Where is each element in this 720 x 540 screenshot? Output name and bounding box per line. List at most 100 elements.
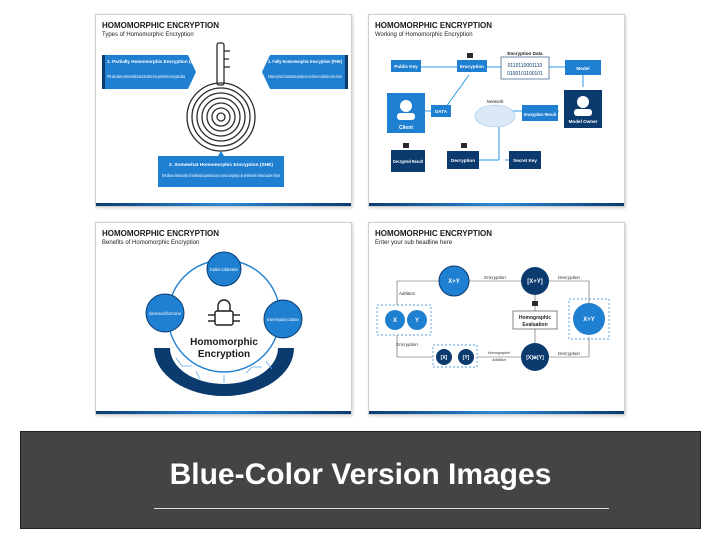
network-cloud-icon <box>474 104 516 128</box>
xy-top-label: X+Y <box>448 279 460 285</box>
benefit-label-2: Allows Secure and Efficient Cloud use <box>149 311 181 316</box>
addition-label: Addition <box>398 291 416 296</box>
owner-user-icon <box>577 96 589 108</box>
xy-right-label: X+Y <box>583 317 595 323</box>
slide-title: HOMOMORPHIC ENCRYPTION <box>375 229 493 238</box>
slide-subtitle: Working of Homomorphic Encryption <box>375 32 473 38</box>
encryption-low-label: Encryption <box>396 342 418 347</box>
decryption-label: Decryption <box>451 158 475 163</box>
center-label-1: Homomorphic <box>190 337 258 348</box>
center-label-2: Encryption <box>198 349 250 360</box>
lock-circuit-icon <box>208 299 240 326</box>
benefit-collaboration <box>206 251 242 287</box>
slide-title: HOMOMORPHIC ENCRYPTION <box>102 229 220 238</box>
working-diagram: Public Key Encryption Encryption Data 01… <box>387 51 602 172</box>
data-box <box>431 105 451 117</box>
slide-benefits[interactable]: HOMOMORPHIC ENCRYPTION Benefits of Homom… <box>95 222 352 415</box>
enc-y-node <box>458 349 474 365</box>
model-box <box>565 60 601 75</box>
slide-bottom-bar <box>369 203 624 206</box>
decrypted-result-label: Decrypted Result <box>393 159 424 164</box>
circuit-arc <box>154 348 294 396</box>
encryption-top-label: Encryption <box>484 275 506 280</box>
xy-right-node <box>573 303 605 335</box>
encryption-data-label: Encryption Data <box>507 51 543 56</box>
decryption-top-label: Decryption <box>558 275 580 280</box>
xy-dashed-box <box>376 304 432 336</box>
homo-eval-label-2: Evaluation <box>522 322 547 328</box>
fhe-box <box>262 55 348 89</box>
y-label: Y <box>415 318 419 324</box>
slide-subtitle: Benefits of Homomorphic Encryption <box>102 240 200 246</box>
process-diagram: X+Y Encryption [X+Y] Decryption Addition… <box>376 265 610 371</box>
slide-title: HOMOMORPHIC ENCRYPTION <box>102 21 220 30</box>
slide-process[interactable]: HOMOMORPHIC ENCRYPTION Enter your sub he… <box>368 222 625 415</box>
fhe-heading: 1. Fully Homomorphic Encryption (FHE) <box>268 59 342 64</box>
slide-types[interactable]: HOMOMORPHIC ENCRYPTION Types of Homomorp… <box>95 14 352 207</box>
slide-title: HOMOMORPHIC ENCRYPTION <box>375 21 493 30</box>
enc-xy-node <box>521 267 549 295</box>
enc-x-label: [X] <box>441 355 448 361</box>
benefit-label-3: Ensures Regulatory Compliance <box>267 317 299 322</box>
encryption-result-box <box>522 105 558 121</box>
secret-key-label: Secret Key <box>513 158 537 163</box>
y-node <box>407 310 427 330</box>
model-owner-label: Model Owner <box>569 119 598 124</box>
enc-x-node <box>436 349 452 365</box>
slide-subtitle: Types of Homomorphic Encryption <box>102 32 194 38</box>
version-banner: Blue-Color Version Images <box>20 431 701 529</box>
phe-body: PHE only allows selected mathematical fu… <box>107 74 185 79</box>
enc-sum-node <box>521 343 549 371</box>
binary-row-2: 0100101100101 <box>507 71 543 77</box>
enc-sum-label: [X]⊕[Y] <box>526 355 544 361</box>
benefits-diagram: Homomorphic Encryption Enables Collabora… <box>145 251 303 396</box>
slide-bottom-bar <box>96 203 351 206</box>
encryption-box <box>457 60 487 72</box>
phe-heading: 1. Partially Homomorphic Encryption (PHE… <box>107 59 202 64</box>
public-key-label: Public Key <box>394 64 418 69</box>
x-label: X <box>393 318 397 324</box>
enc-xy-dashed-box <box>432 344 478 368</box>
she-heading: 2. Somewhat Homomorphic Encryption (SHE) <box>169 162 273 168</box>
lock-icon <box>532 301 538 306</box>
slide-bottom-bar <box>96 411 351 414</box>
slide-subtitle: Enter your sub headline here <box>375 240 453 246</box>
encryption-result-label: Encryption Result <box>524 112 556 117</box>
network-label: Network <box>487 99 505 104</box>
lock-icons <box>403 53 473 148</box>
fhe-body: It allows any kind of mathematical opera… <box>268 74 342 79</box>
benefit-cloud <box>145 293 185 333</box>
enc-xy-label: [X+Y] <box>527 279 543 285</box>
encryption-data-box <box>500 56 550 80</box>
banner-divider <box>154 508 609 509</box>
slide-working[interactable]: HOMOMORPHIC ENCRYPTION Working of Homomo… <box>368 14 625 207</box>
decryption-box <box>447 151 479 169</box>
enc-y-label: [Y] <box>463 355 470 361</box>
homo-add-label-2: Addition <box>491 358 506 362</box>
public-key-box <box>391 60 421 72</box>
data-label: DATA <box>435 109 448 114</box>
homo-add-label-1: Homographic <box>488 351 511 355</box>
decryption-low-label: Decryption <box>558 351 580 356</box>
she-box <box>158 151 284 187</box>
decrypted-result-box <box>391 150 425 172</box>
types-diagram: 1. Partially Homomorphic Encryption (PHE… <box>102 42 348 187</box>
she-body: SHE allows a limited number of mathemati… <box>162 173 280 178</box>
xy-top-node <box>438 265 470 297</box>
phe-box <box>102 55 196 89</box>
x-node <box>385 310 405 330</box>
homo-eval-label-1: Homographic <box>519 315 551 321</box>
result-dashed-box <box>568 298 610 340</box>
banner-title: Blue-Color Version Images <box>169 458 552 491</box>
benefit-label-1: Enables Collaboration <box>210 267 238 272</box>
benefit-compliance <box>263 299 303 339</box>
model-label: Model <box>576 66 589 71</box>
client-label: Client <box>399 125 413 131</box>
homo-eval-box <box>512 310 558 330</box>
binary-row-1: 0110110001110 <box>508 63 543 69</box>
client-user-icon <box>400 100 412 112</box>
slide-bottom-bar <box>369 411 624 414</box>
encryption-label: Encryption <box>460 64 484 69</box>
secret-key-box <box>509 151 541 169</box>
